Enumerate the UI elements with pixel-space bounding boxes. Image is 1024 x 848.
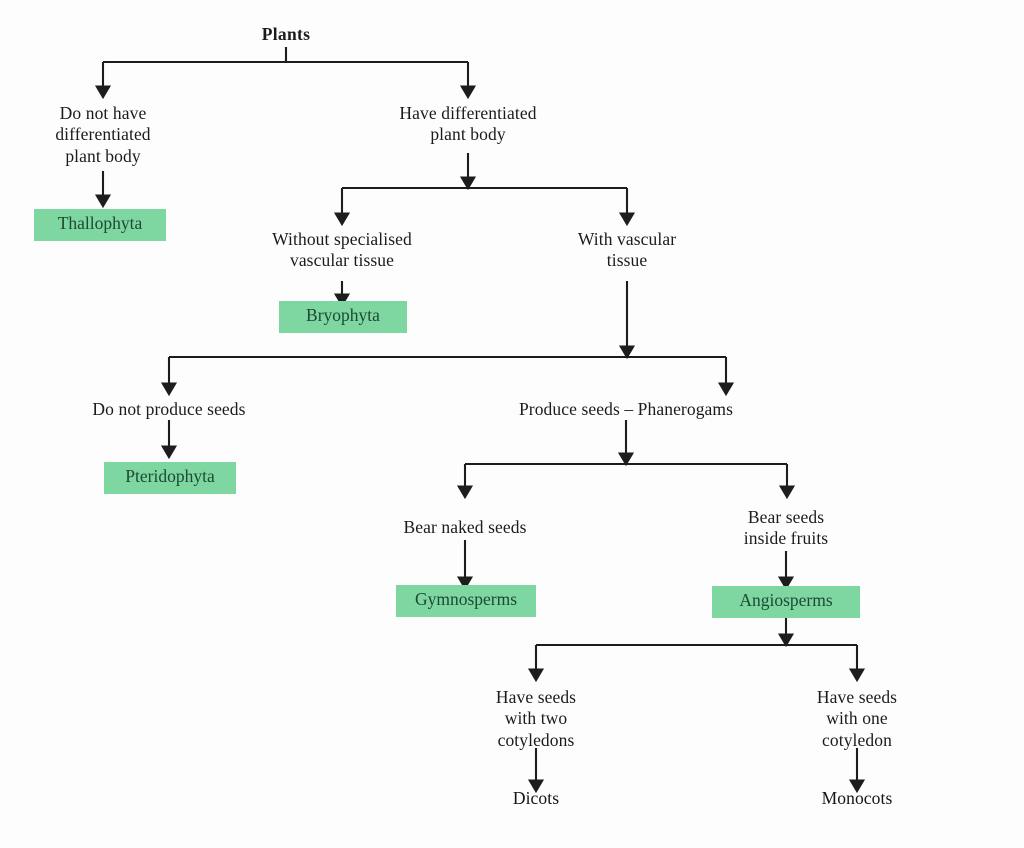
node-do-not-produce-seeds[interactable]: Do not produce seeds	[92, 399, 246, 419]
node-bear-naked-seeds[interactable]: Bear naked seeds	[403, 517, 527, 537]
node-pteridophyta[interactable]: Pteridophyta	[104, 462, 236, 494]
node-with-vascular-tissue[interactable]: With vascular tissue	[577, 229, 677, 271]
node-thallophyta[interactable]: Thallophyta	[34, 209, 166, 241]
node-plants[interactable]: Plants	[261, 24, 311, 44]
node-angiosperms[interactable]: Angiosperms	[712, 586, 860, 618]
node-bryophyta[interactable]: Bryophyta	[279, 301, 407, 333]
node-gymnosperms[interactable]: Gymnosperms	[396, 585, 536, 617]
node-without-vascular-tissue[interactable]: Without specialised vascular tissue	[272, 229, 412, 271]
node-bear-seeds-inside-fruits[interactable]: Bear seeds inside fruits	[743, 507, 829, 549]
node-produce-seeds-phanerogams[interactable]: Produce seeds – Phanerogams	[518, 399, 734, 419]
node-one-cotyledon[interactable]: Have seeds with one cotyledon	[816, 687, 898, 750]
node-dicots[interactable]: Dicots	[512, 788, 560, 808]
node-monocots[interactable]: Monocots	[821, 788, 893, 808]
node-two-cotyledons[interactable]: Have seeds with two cotyledons	[495, 687, 577, 750]
node-differentiated-body[interactable]: Have differentiated plant body	[399, 103, 537, 145]
node-no-differentiated-body[interactable]: Do not have differentiated plant body	[55, 103, 151, 166]
